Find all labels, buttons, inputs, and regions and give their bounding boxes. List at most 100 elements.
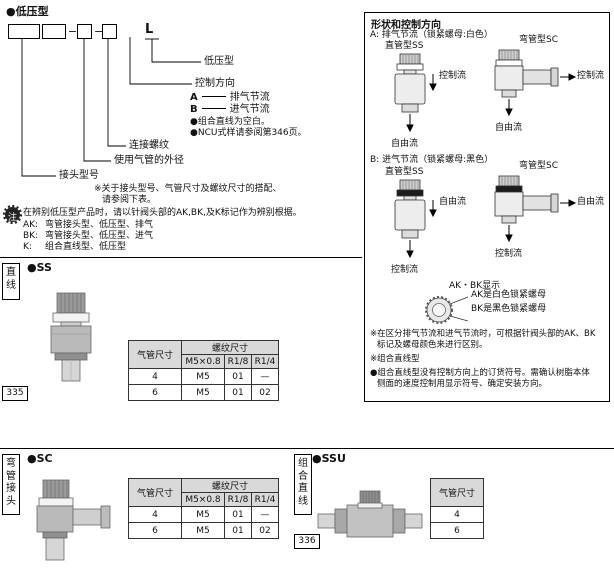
table-row: 6	[430, 522, 484, 539]
a-straight-diagram: 直管型SS	[375, 41, 481, 153]
b-straight-side-flow-label: 自由流	[439, 197, 467, 207]
model-code-box-1	[8, 24, 40, 39]
option-a-row: A 排气节流	[190, 92, 270, 104]
a-elbow-side-flow-label: 控制流	[577, 71, 605, 81]
model-code-connector-lines	[21, 37, 201, 177]
caution-item-code: AK:	[23, 220, 39, 230]
table-row: 4	[430, 506, 484, 523]
table-cell: M5	[181, 506, 225, 523]
akbk-title: AK・BK显示	[449, 281, 501, 291]
caution-item-code: K:	[23, 242, 32, 252]
table-row: 6 M5 01 02	[128, 522, 279, 539]
divider-ss-top	[0, 257, 362, 258]
table-cell: 02	[251, 522, 279, 539]
a-elbow-bottom-flow-label: 自由流	[495, 123, 523, 133]
caution-stamp-icon	[3, 205, 22, 224]
panel-note-1b: 标记及螺母颜色来进行区别。	[377, 340, 488, 350]
akbk-white-label: AK是白色锁紧螺母	[471, 290, 547, 300]
table-cell: 6	[128, 522, 182, 539]
caution-item: BK:弯管接头型、低压型、进气	[23, 231, 153, 242]
panel-b-heading: B: 进气节流（锁紧螺母:黑色）	[370, 155, 494, 165]
a-straight-bottom-flow-label: 自由流	[391, 139, 419, 149]
option-b-leader-line	[201, 108, 226, 109]
tab-straight: 直线	[2, 263, 20, 300]
label-tube-od: 使用气管的外径	[114, 155, 184, 166]
table-cell: 01	[224, 522, 252, 539]
ssu-page-number: 336	[294, 534, 320, 549]
divider-bottom-sections	[0, 448, 614, 449]
ss-col-tube-size: 气管尺寸	[128, 340, 182, 369]
table-cell: M5	[181, 368, 225, 385]
table-cell: —	[251, 506, 279, 523]
table-cell: M5	[181, 522, 225, 539]
option-b-code: B	[190, 104, 198, 115]
option-b-row: B 进气节流	[190, 104, 270, 116]
b-elbow-side-flow-label: 自由流	[577, 197, 605, 207]
table-row: 4 M5 01 —	[128, 506, 279, 523]
option-a-desc: 排气节流	[229, 92, 270, 103]
sc-col-thread-r18: R1/8	[224, 492, 252, 507]
option-b-desc: 进气节流	[229, 104, 270, 115]
caution-item: K:组合直线型、低压型	[23, 242, 126, 253]
table-row: 6 M5 01 02	[128, 384, 279, 401]
model-code-box-3	[77, 24, 92, 39]
ss-product-image	[50, 292, 92, 382]
b-straight-diagram: 直管型SS	[375, 167, 481, 279]
b-straight-valve-icon	[394, 179, 437, 259]
caution-item: AK:弯管接头型、低压型、排气	[23, 220, 153, 231]
sc-col-thread-group: 螺纹尺寸	[181, 478, 279, 493]
panel-note-3a: ●组合直线型没有控制方向上的订货符号。需确认树脂本体	[370, 368, 590, 378]
ss-heading: ●SS	[27, 261, 52, 274]
model-code-dash-2: −	[94, 25, 104, 38]
table-cell: —	[251, 368, 279, 385]
b-straight-label: 直管型SS	[385, 167, 424, 177]
caution-stamp-text: 注	[7, 213, 17, 223]
table-cell: M5	[181, 384, 225, 401]
table-cell: 01	[224, 506, 252, 523]
model-code-box-2	[42, 24, 66, 39]
tab-inline-union: 组合直线	[294, 454, 312, 515]
ss-page-number: 335	[2, 386, 28, 401]
b-elbow-diagram: 弯管型SC	[483, 161, 605, 279]
table-cell: 4	[128, 506, 182, 523]
table-cell: 6	[430, 522, 484, 539]
akbk-black-label: BK是黑色锁紧螺母	[471, 304, 547, 314]
a-elbow-valve-icon	[494, 49, 577, 117]
a-straight-label: 直管型SS	[385, 41, 424, 51]
table-cell: 4	[128, 368, 182, 385]
ss-col-thread-m5: M5×0.8	[181, 354, 225, 369]
table-cell: 4	[430, 506, 484, 523]
model-code-dash-1: −	[68, 25, 78, 38]
ss-col-thread-r18: R1/8	[224, 354, 252, 369]
model-note-line-2: 请参阅下表。	[102, 195, 157, 205]
sc-heading: ●SC	[27, 452, 53, 465]
control-direction-bullet-1: ●组合直线为空白。	[190, 117, 270, 127]
label-control-direction: 控制方向	[195, 78, 235, 89]
table-cell: 6	[128, 384, 182, 401]
ss-spec-table: 气管尺寸 螺纹尺寸 M5×0.8 R1/8 R1/4 4 M5 01 — 6 M…	[128, 340, 279, 401]
panel-a-heading: A: 排气节流（锁紧螺母:白色）	[370, 30, 493, 40]
caution-item-code: BK:	[23, 231, 39, 241]
label-thread: 连接螺纹	[129, 140, 169, 151]
sc-col-thread-r14: R1/4	[251, 492, 279, 507]
caution-intro: 在辨别低压型产品时，请以针阀头部的AK,BK,及K标记作为辨别根据。	[23, 208, 302, 218]
panel-note-3b: 侧面的速度控制用显示符号、确定安装方向。	[377, 379, 548, 389]
control-direction-bullet-2: ●NCU式样请参阅第346页。	[190, 128, 307, 138]
model-note-line-1: ※关于接头型号、气管尺寸及螺纹尺寸的搭配、	[94, 184, 282, 194]
ssu-spec-table: 气管尺寸 4 6	[430, 478, 484, 539]
option-a-code: A	[190, 92, 198, 103]
panel-note-2: ※组合直线型	[370, 354, 420, 364]
model-code-suffix: L	[145, 22, 154, 37]
panel-note-1a: ※在区分排气节流和进气节流时，可根据针阀头部的AK、BK	[370, 329, 596, 339]
b-elbow-bottom-flow-label: 控制流	[495, 249, 523, 259]
ss-col-thread-r14: R1/4	[251, 354, 279, 369]
table-cell: 02	[251, 384, 279, 401]
label-low-pressure: 低压型	[204, 56, 234, 67]
b-straight-bottom-flow-label: 控制流	[391, 265, 419, 275]
ssu-product-image	[317, 490, 423, 538]
a-straight-side-flow-label: 控制流	[439, 71, 467, 81]
a-elbow-diagram: 弯管型SC	[483, 35, 605, 153]
sc-col-tube-size: 气管尺寸	[128, 478, 182, 507]
a-straight-valve-icon	[394, 53, 437, 133]
